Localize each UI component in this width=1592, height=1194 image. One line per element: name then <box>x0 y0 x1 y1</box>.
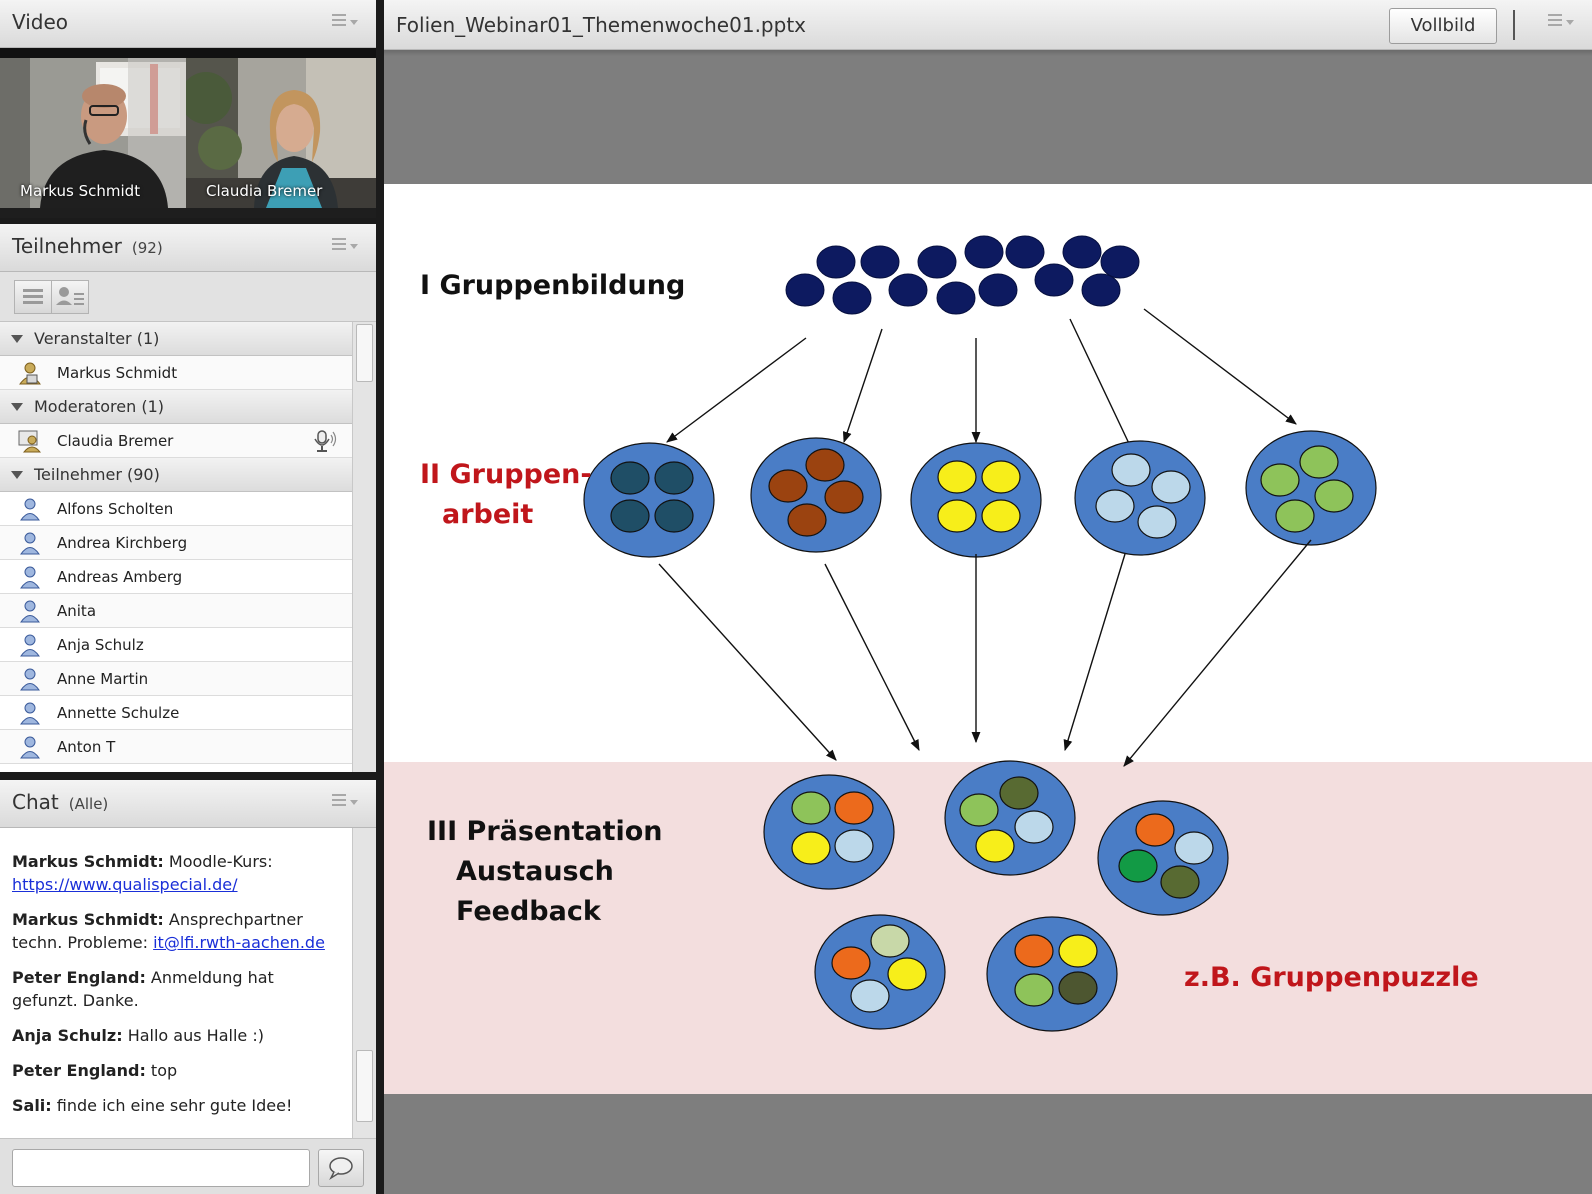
share-pod-header: Folien_Webinar01_Themenwoche01.pptx Voll… <box>384 0 1592 50</box>
collapse-triangle-icon[interactable] <box>11 403 23 411</box>
chat-message: Markus Schmidt: Moodle-Kurs: https://www… <box>12 852 273 894</box>
chat-title: Chat <box>12 790 59 814</box>
participants-view-toolbar <box>0 272 376 322</box>
group-header-moderatoren[interactable]: Moderatoren (1) <box>0 390 352 424</box>
video-pod-title: Video <box>12 10 69 34</box>
list-view-icon <box>23 289 43 304</box>
participant-row[interactable]: Anne Martin <box>0 662 352 696</box>
chat-pod: Chat (Alle) Markus Schmidt: Moodle-Kurs: … <box>0 780 376 1194</box>
formation-arrows <box>666 308 1297 454</box>
group-work-diagram <box>384 235 1592 1094</box>
presentation-groups <box>763 760 1229 1032</box>
video-feed-claudia[interactable]: Claudia Bremer <box>186 58 376 208</box>
group-header-veranstalter[interactable]: Veranstalter (1) <box>0 322 352 356</box>
video-pod-header: Video <box>0 0 376 48</box>
pod-options-menu-icon[interactable] <box>332 794 358 812</box>
list-view-button[interactable] <box>14 280 52 314</box>
host-user-icon <box>19 362 41 385</box>
pod-options-menu-icon[interactable] <box>332 14 358 32</box>
group-header-teilnehmer[interactable]: Teilnehmer (90) <box>0 458 352 492</box>
pod-options-menu-icon[interactable] <box>1548 14 1574 32</box>
chat-message: Anja Schulz: Hallo aus Halle :) <box>12 1026 264 1045</box>
stage-2-heading-line1: II Gruppen- <box>420 459 592 490</box>
person-list-icon <box>56 287 84 305</box>
user-icon <box>20 702 40 725</box>
user-icon <box>20 566 40 589</box>
chat-input[interactable] <box>12 1149 310 1187</box>
participant-row[interactable]: Claudia Bremer <box>0 424 352 458</box>
participant-row[interactable]: Andrea Kirchberg <box>0 526 352 560</box>
work-groups <box>583 430 1377 558</box>
video-name-label: Claudia Bremer <box>206 182 323 200</box>
scrollbar-thumb[interactable] <box>356 324 373 382</box>
presenter-user-icon <box>18 430 42 453</box>
user-icon <box>20 600 40 623</box>
chat-message: Sali: finde ich eine sehr gute Idee! <box>12 1096 293 1115</box>
document-filename: Folien_Webinar01_Themenwoche01.pptx <box>396 13 806 37</box>
participant-row[interactable]: Anton T <box>0 730 352 764</box>
user-icon <box>20 498 40 521</box>
send-message-button[interactable] <box>318 1149 364 1187</box>
chat-compose-bar <box>0 1138 376 1194</box>
example-label: z.B. Gruppenpuzzle <box>1184 962 1479 993</box>
participant-list: Veranstalter (1) Markus Schmidt Moderato… <box>0 322 352 764</box>
detail-view-button[interactable] <box>51 280 89 314</box>
chat-pod-header: Chat (Alle) <box>0 780 376 828</box>
stage-1-heading: I Gruppenbildung <box>420 270 686 301</box>
collapse-triangle-icon[interactable] <box>11 335 23 343</box>
chat-link[interactable]: https://www.qualispecial.de/ <box>12 875 238 894</box>
speech-bubble-icon <box>329 1157 353 1181</box>
pod-options-menu-icon[interactable] <box>332 238 358 256</box>
chat-messages: Markus Schmidt: Moodle-Kurs: https://www… <box>0 828 352 1138</box>
participant-row[interactable]: Markus Schmidt <box>0 356 352 390</box>
user-icon <box>20 736 40 759</box>
user-icon <box>20 532 40 555</box>
fullscreen-button[interactable]: Vollbild <box>1389 8 1497 44</box>
participants-count: (92) <box>131 239 163 257</box>
stage-3-heading-line1: III Präsentation <box>427 816 663 847</box>
presentation-slide: I Gruppenbildung II Gruppen- arbeit III … <box>384 184 1592 1094</box>
chat-message: Peter England: top <box>12 1061 178 1080</box>
participant-row[interactable]: Annette Schulze <box>0 696 352 730</box>
chat-scope: (Alle) <box>68 795 109 813</box>
individual-circles <box>785 235 1140 315</box>
scrollbar-thumb[interactable] <box>356 1050 373 1122</box>
webcam-image <box>186 58 376 208</box>
stage-3-heading-line3: Feedback <box>456 896 601 927</box>
participants-pod: Teilnehmer(92) Veranstalter (1) Marku <box>0 224 376 772</box>
presentation-arrows <box>658 539 1312 767</box>
video-feed-markus[interactable]: Markus Schmidt <box>0 58 186 208</box>
participants-pod-header: Teilnehmer (92) <box>0 224 376 272</box>
user-icon <box>20 668 40 691</box>
stage-2-heading-line2: arbeit <box>442 499 534 530</box>
participant-row[interactable]: Anja Schulz <box>0 628 352 662</box>
video-pod: Video Markus Schmidt <box>0 0 376 218</box>
attendee-rows: Alfons Scholten Andrea Kirchberg Andreas… <box>0 492 352 764</box>
webcam-image <box>0 58 186 208</box>
participants-title: Teilnehmer <box>12 234 122 258</box>
microphone-active-icon <box>314 430 337 452</box>
participant-row[interactable]: Anita <box>0 594 352 628</box>
video-name-label: Markus Schmidt <box>20 182 141 200</box>
collapse-triangle-icon[interactable] <box>11 471 23 479</box>
chat-scrollbar[interactable] <box>352 828 376 1138</box>
chat-message: Markus Schmidt: Ansprechpartner techn. P… <box>12 910 325 952</box>
participant-row[interactable]: Alfons Scholten <box>0 492 352 526</box>
share-pod: Folien_Webinar01_Themenwoche01.pptx Voll… <box>384 0 1592 1194</box>
participant-row[interactable]: Andreas Amberg <box>0 560 352 594</box>
chat-message: Peter England: Anmeldung hat gefunzt. Da… <box>12 968 274 1010</box>
user-icon <box>20 634 40 657</box>
chat-link[interactable]: it@lfi.rwth-aachen.de <box>153 933 325 952</box>
participants-scrollbar[interactable] <box>352 322 376 772</box>
stage-3-heading-line2: Austausch <box>456 856 614 887</box>
